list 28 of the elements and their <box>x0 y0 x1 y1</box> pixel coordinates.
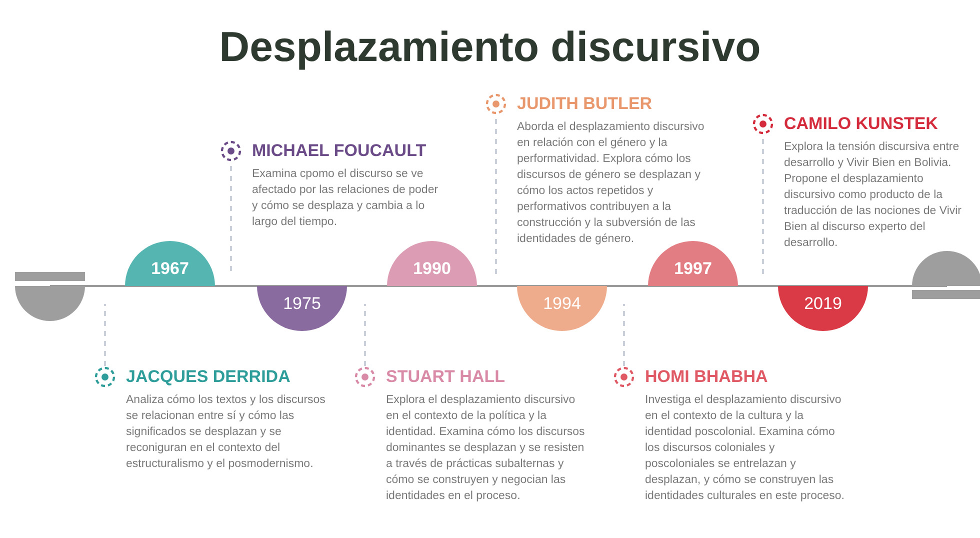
year-label: 1994 <box>543 293 581 315</box>
dashed-connector-line <box>364 304 366 366</box>
year-label: 2019 <box>804 293 842 315</box>
dashed-connector-line <box>623 304 625 366</box>
entry-heading: JUDITH BUTLER <box>517 93 654 115</box>
year-label: 1975 <box>283 293 321 315</box>
timeline-end-cap <box>912 250 980 300</box>
entry-description: Aborda el desplazamiento discursivo en relación con el género y la performatividad. Explora cómo los discursos de género se desplazan y cómo los actos repetidos y performativos contribuyen a la construcción y la subversión de las identidades de género. <box>517 120 706 247</box>
entry-description: Analiza cómo los textos y los discursos se relacionan entre sí y cómo las significados se desplazan y se reconiguran en el contexto del estructuralismo y el posmodernismo. <box>126 393 326 472</box>
timeline-axis <box>50 285 947 287</box>
title: Desplazamiento discursivo <box>219 22 761 72</box>
timeline-entry <box>613 366 845 504</box>
year-label: 1967 <box>151 258 189 280</box>
entry-heading: JACQUES DERRIDA <box>126 366 292 388</box>
entry-description: Explora la tensión discursiva entre desarrollo y Vivir Bien en Bolivia. Propone el desplazamiento discursivo como producto de la traducción de las nociones de Vivir Bien al discurso experto del desarrollo. <box>784 140 963 251</box>
year-label: 1997 <box>674 258 712 280</box>
entry-description: Investiga el desplazamiento discursivo en el contexto de la cultura y la identidad poscolonial. Examina cómo los discursos coloniales y poscoloniales se entrelazan y desplazan, y cómo se construyen las identidades culturales en este proceso. <box>645 393 845 504</box>
dashed-connector-line <box>495 119 497 276</box>
dashed-connector-line <box>104 304 106 366</box>
entry-heading: HOMI BHABHA <box>645 366 769 388</box>
dashed-connector-line <box>762 139 764 276</box>
entry-description: Explora el desplazamiento discursivo en el contexto de la política y la identidad. Examina cómo los discursos dominantes se desplazan y se resisten a través de prácticas subalternas y cómo se construyen y negocian las identidades en el proceso. <box>386 393 586 504</box>
timeline-end-cap <box>15 272 85 322</box>
entry-heading: STUART HALL <box>386 366 506 388</box>
entry-description: Examina cpomo el discurso se ve afectado por las relaciones de poder y cómo se desplaza y cambia a lo largo del tiempo. <box>252 167 440 230</box>
entry-heading: CAMILO KUNSTEK <box>784 113 939 135</box>
year-label: 1990 <box>413 258 451 280</box>
entry-heading: MICHAEL FOUCAULT <box>252 140 428 162</box>
